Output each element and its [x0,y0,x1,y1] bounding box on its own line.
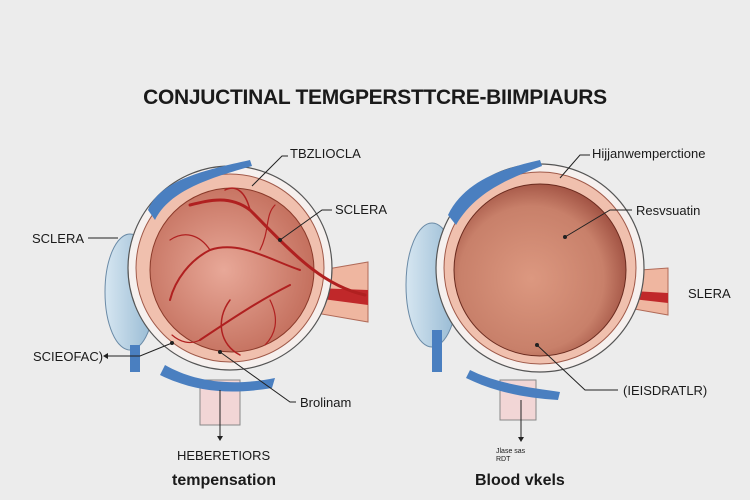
blood-vessels [169,187,367,356]
label-right-top: Hijjanwemperctione [592,146,706,161]
caption-left: tempensation [172,472,277,489]
label-right-lower-right: (IEISDRATLR) [623,383,708,398]
leader-lines [88,154,632,438]
lower-muscle [466,370,560,400]
diagram-title: CONJUCTINAL TEMGPERSTTCRE-BIIMPIAURS [143,86,607,109]
upper-muscle [148,160,252,220]
caption-right: Blood vkels [475,472,565,489]
lower-muscle [160,365,275,392]
label-left-bottom: HEBERETIORS [177,448,271,463]
label-left-upper-right: SCLERA [335,202,388,217]
retina [149,187,315,353]
label-right-upper-right: Resvsuatin [636,203,701,218]
label-left-left: SCLERA [32,231,85,246]
label-left-top: TBZLIOCLA [290,146,361,161]
label-right-bottom: Jlase sas RDT [496,448,526,463]
label-left-lower-right: Brolinam [300,395,352,410]
left-eye [104,160,369,426]
right-eye [405,160,669,421]
label-left-lower-left: SCIEOFAC) [33,349,104,364]
upper-muscle [448,160,542,225]
retina [453,183,627,357]
label-right-right: SLERA [688,286,731,301]
